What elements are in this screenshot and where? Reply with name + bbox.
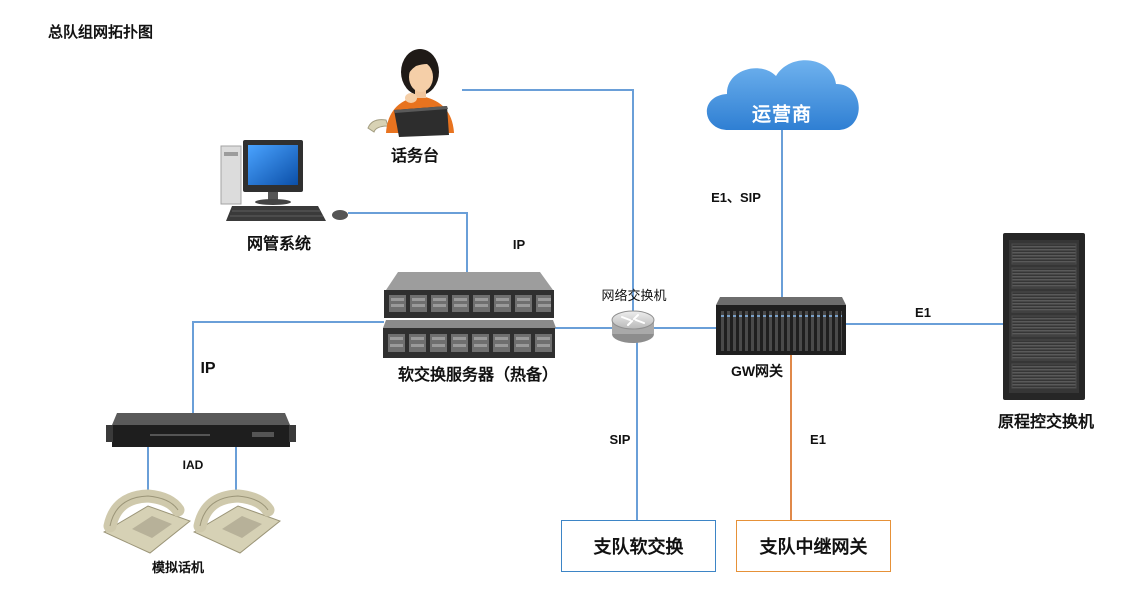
softswitch-label: 软交换服务器（热备） bbox=[397, 367, 559, 384]
server-icon bbox=[383, 272, 556, 358]
iad-label: IAD bbox=[182, 458, 204, 472]
branch-gateway-box: 支队中继网关 bbox=[736, 520, 891, 572]
operator-neck bbox=[415, 88, 426, 98]
link-label-gateway-pbx: E1 bbox=[915, 305, 931, 320]
link-label-server-iad: IP bbox=[200, 360, 216, 377]
link-label-carrier-gateway: E1、SIP bbox=[711, 190, 761, 205]
phones-label: 模拟话机 bbox=[151, 560, 205, 575]
iad-ear-right bbox=[289, 425, 296, 442]
telephone-icon bbox=[102, 489, 282, 554]
computer-tower bbox=[220, 145, 242, 205]
link-operator-switch bbox=[462, 89, 634, 312]
rack-shelf bbox=[1011, 315, 1077, 337]
operator-laptop bbox=[394, 106, 449, 137]
links bbox=[147, 89, 1004, 520]
rack-shelf bbox=[1011, 243, 1077, 265]
nms-label: 网管系统 bbox=[246, 236, 312, 253]
router-icon bbox=[611, 310, 655, 343]
link-server-iad bbox=[192, 321, 384, 414]
branch-gateway-label: 支队中继网关 bbox=[759, 537, 868, 557]
iad-top bbox=[112, 413, 290, 425]
computer-screen bbox=[248, 145, 298, 185]
telephone-handset-edge bbox=[109, 495, 179, 527]
rack-shelf bbox=[1011, 291, 1077, 313]
branch-softswitch-label: 支队软交换 bbox=[593, 537, 684, 557]
telephone-keypad bbox=[132, 516, 172, 538]
rack-cabinet-icon bbox=[1003, 233, 1085, 400]
operator-face bbox=[409, 62, 433, 92]
link-label-nms-server: IP bbox=[512, 237, 526, 252]
operator-label: 话务台 bbox=[390, 148, 440, 165]
page-title: 总队组网拓扑图 bbox=[48, 24, 154, 41]
telephone-1 bbox=[102, 489, 192, 554]
cloud-icon bbox=[706, 60, 859, 130]
rack-shelf bbox=[1011, 339, 1077, 361]
operator-handset bbox=[367, 119, 389, 133]
gateway-label: GW网关 bbox=[730, 363, 784, 379]
rack-shelf bbox=[1011, 363, 1077, 389]
server-2-bays bbox=[386, 328, 552, 358]
server-1-bays bbox=[387, 290, 551, 318]
gateway-top bbox=[716, 297, 846, 305]
operator-icon bbox=[367, 49, 454, 137]
iad-device-icon bbox=[106, 413, 296, 447]
router-top bbox=[611, 310, 655, 330]
pbx-label: 原程控交换机 bbox=[997, 414, 1095, 431]
computer-stand bbox=[268, 192, 278, 200]
iad-ear-left bbox=[106, 425, 113, 442]
computer-tower-drive bbox=[224, 152, 238, 156]
link-label-switch-branch: SIP bbox=[609, 432, 631, 447]
link-label-gateway-branch: E1 bbox=[810, 432, 826, 447]
computer-icon bbox=[220, 140, 348, 221]
operator-laptop-edge bbox=[394, 106, 448, 113]
gateway-icon bbox=[716, 297, 846, 355]
server-1-top bbox=[386, 272, 553, 290]
iad-led-strip bbox=[150, 434, 210, 436]
gateway-slots bbox=[720, 305, 842, 355]
operator-hand bbox=[405, 93, 417, 103]
telephone-2 bbox=[192, 489, 282, 554]
router-arrows bbox=[621, 314, 645, 326]
server-2-top bbox=[383, 320, 556, 328]
rack-shelf bbox=[1011, 267, 1077, 289]
link-nms-server bbox=[348, 212, 468, 277]
switch-label: 网络交换机 bbox=[601, 288, 667, 303]
iad-badge bbox=[252, 432, 274, 437]
carrier-label: 运营商 bbox=[751, 104, 813, 126]
telephone-keypad bbox=[222, 516, 262, 538]
computer-stand-base bbox=[255, 199, 291, 205]
operator-fringe bbox=[406, 61, 436, 78]
telephone-handset-edge bbox=[199, 495, 269, 527]
computer-mouse bbox=[332, 210, 348, 220]
computer-keyboard bbox=[226, 206, 326, 221]
branch-softswitch-box: 支队软交换 bbox=[561, 520, 716, 572]
